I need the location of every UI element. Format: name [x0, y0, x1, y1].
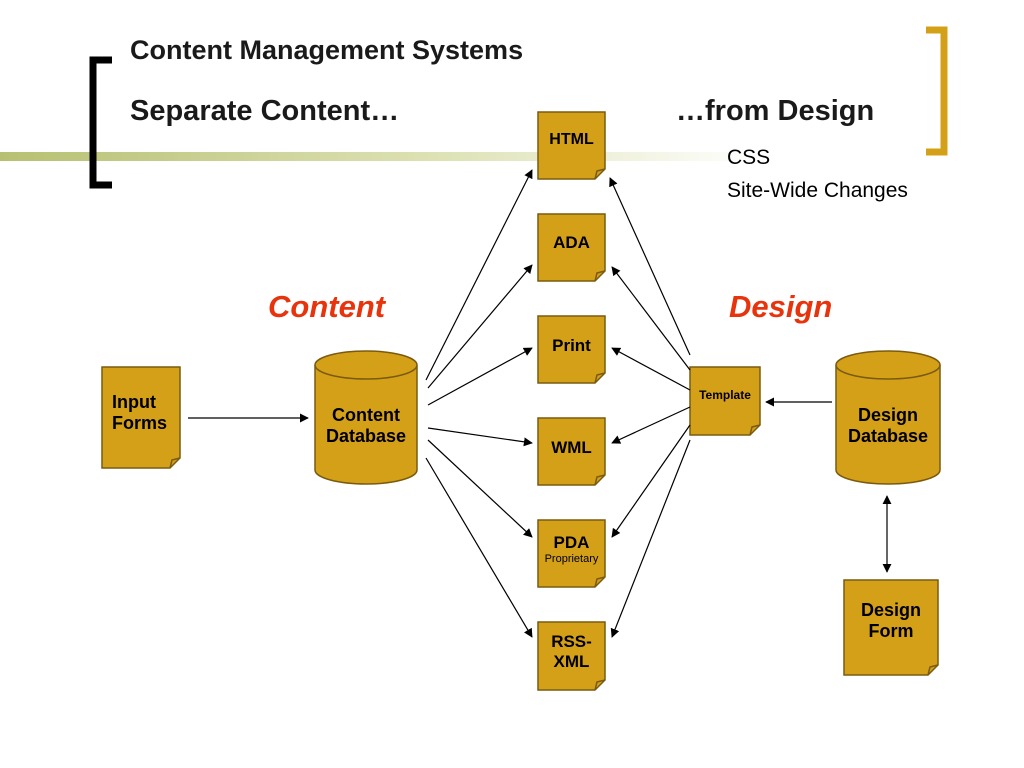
arrow-db-to-ada: [427, 264, 533, 389]
arrow-db-to-pda: [427, 439, 533, 538]
note-site-wide-changes: Site-Wide Changes: [727, 179, 908, 202]
arrow-template-to-html: [609, 177, 691, 356]
slide-title: Content Management Systems: [130, 35, 524, 65]
arrow-db-to-html: [425, 169, 533, 381]
title-rule-bar: [0, 152, 760, 161]
arrow-db-to-wml: [427, 427, 533, 447]
output-print-box: [537, 315, 606, 384]
note-css: CSS: [727, 146, 771, 169]
output-pda-box: [537, 519, 606, 588]
subtitle-right: …from Design: [676, 95, 875, 127]
output-html-box: [537, 111, 606, 180]
subtitle-left: Separate Content…: [130, 95, 400, 127]
output-ada-box: [537, 213, 606, 282]
design-heading: Design: [729, 289, 833, 324]
right-bracket: [926, 26, 948, 156]
output-rss-box: [537, 621, 606, 691]
arrow-template-to-rss: [610, 439, 691, 638]
output-wml-box: [537, 417, 606, 486]
content-heading: Content: [268, 289, 386, 324]
content-database-cylinder: [314, 350, 418, 485]
design-form-box: [843, 579, 939, 676]
design-database-cylinder: [835, 350, 941, 485]
arrow-db-to-print: [427, 347, 533, 406]
arrow-template-to-print: [611, 347, 691, 391]
template-box: [689, 366, 761, 436]
arrow-template-to-wml: [611, 406, 691, 444]
input-forms-box: [101, 366, 181, 469]
arrow-template-to-ada: [611, 266, 691, 371]
left-bracket: [89, 56, 112, 189]
arrow-template-to-pda: [611, 424, 691, 538]
arrow-db-to-rss: [425, 457, 533, 638]
